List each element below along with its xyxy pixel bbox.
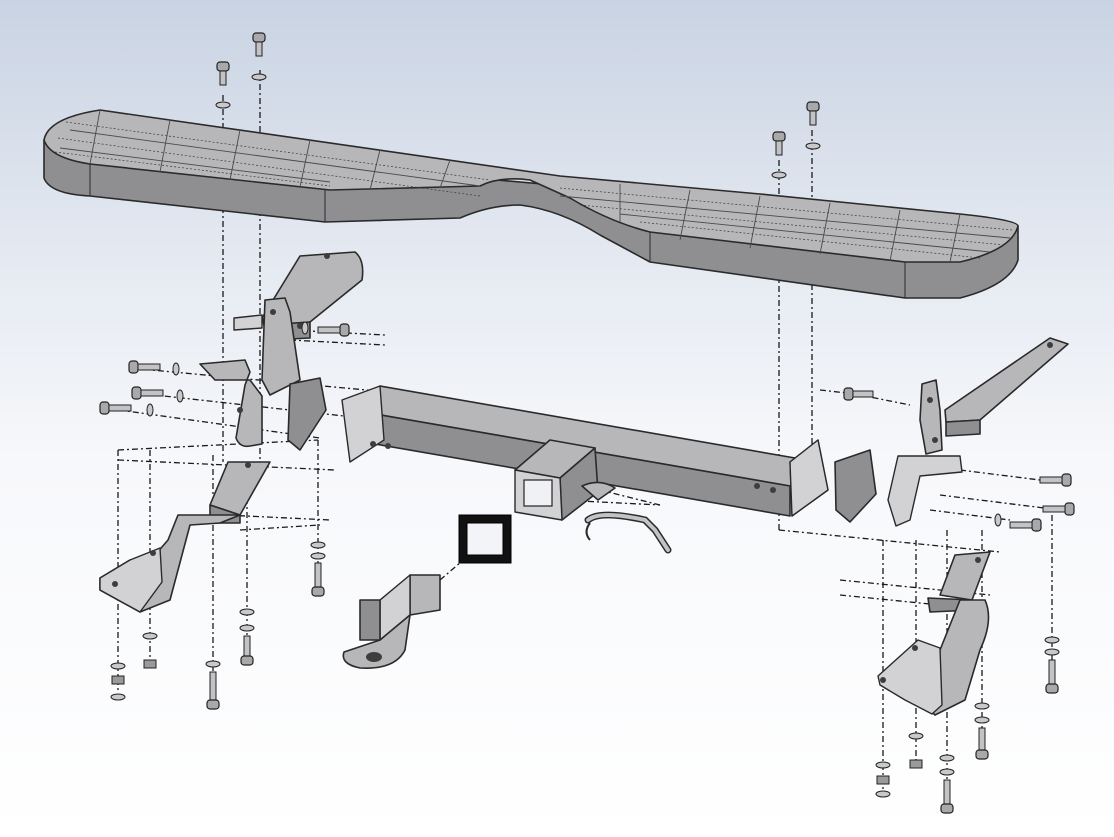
ball-mount <box>342 574 441 669</box>
lower-hardware <box>110 541 1060 814</box>
step-plate-bolts <box>215 32 821 179</box>
left-upper-bracket <box>199 251 364 451</box>
right-bolts <box>843 387 1075 532</box>
left-lower-bracket <box>99 461 271 613</box>
receiver-tube <box>514 439 616 521</box>
right-lower-bracket <box>877 551 991 716</box>
step-tread-grid <box>59 109 1011 263</box>
step-plate <box>43 109 1019 299</box>
hitch-pin <box>584 511 672 554</box>
receiver-collar <box>458 514 512 564</box>
left-bolts <box>99 321 350 417</box>
step-knurl-pattern <box>54 121 1013 259</box>
right-upper-bracket <box>789 337 1069 527</box>
